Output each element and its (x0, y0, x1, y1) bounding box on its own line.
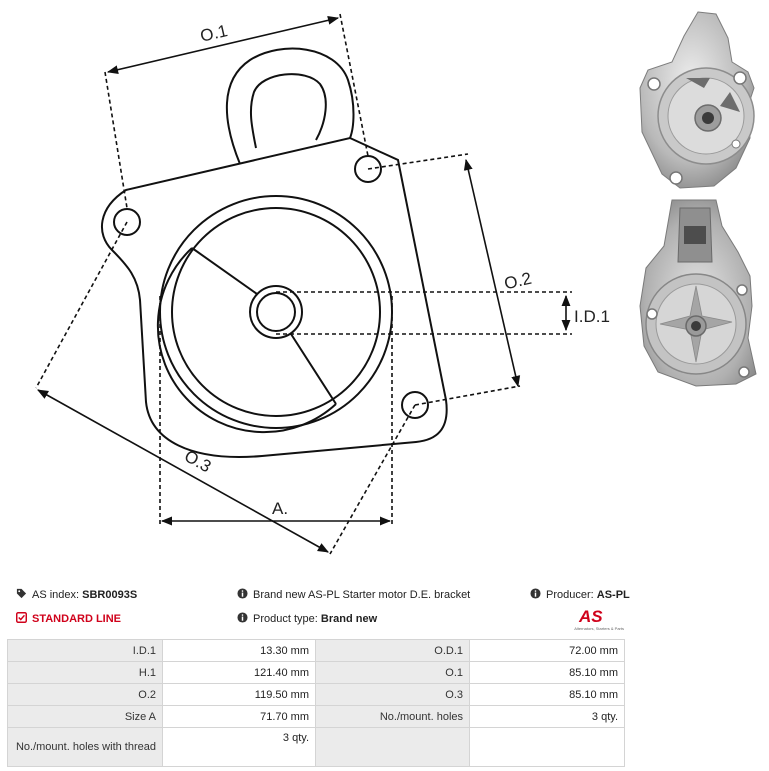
product-type-info: Product type: Brand new (237, 612, 377, 625)
logo-tagline: Alternators, Starters & Parts (574, 626, 624, 631)
outer-ring (159, 195, 393, 429)
product-photo-front (639, 11, 755, 189)
info-circle-icon (237, 588, 248, 599)
dim-label-a: A. (272, 499, 288, 518)
standard-line-text: STANDARD LINE (32, 613, 122, 625)
dim-label-o3: O.3 (181, 446, 214, 476)
info-circle-icon (530, 588, 541, 599)
spec-value-cell: 13.30 mm (162, 639, 316, 662)
bore-outer (249, 285, 303, 339)
producer-label: Producer: (546, 589, 594, 601)
as-index-label: AS index: (32, 589, 80, 601)
as-index-value: SBR0093S (82, 589, 138, 601)
mount-hole-bottom (401, 391, 429, 419)
spec-label-cell: I.D.1 (7, 639, 163, 662)
spec-value-cell: 3 qty. (469, 705, 625, 728)
spec-label-cell (315, 727, 470, 767)
spec-label-cell: No./mount. holes (315, 705, 470, 728)
mount-hole-left (113, 208, 141, 236)
spec-value-cell: 119.50 mm (162, 683, 316, 706)
product-photo-rear (639, 199, 757, 387)
standard-line-badge: STANDARD LINE (16, 612, 121, 625)
spec-value-cell (469, 727, 625, 767)
description-text: Brand new AS-PL Starter motor D.E. brack… (253, 589, 471, 601)
product-type-label: Product type: (253, 613, 318, 625)
sector-cutout (156, 247, 337, 434)
spec-label-cell: O.1 (315, 661, 470, 684)
check-square-icon (16, 612, 27, 623)
as-pl-logo: AS Alternators, Starters & Parts (574, 607, 624, 631)
top-lug-inner (249, 73, 327, 149)
spec-value-cell: 3 qty. (162, 727, 316, 767)
spec-label-cell: Size A (7, 705, 163, 728)
bore-inner (256, 292, 296, 332)
dim-label-o1: O.1 (198, 21, 229, 46)
description-info: Brand new AS-PL Starter motor D.E. brack… (237, 588, 470, 601)
spec-value-cell: 121.40 mm (162, 661, 316, 684)
spec-label-cell: No./mount. holes with thread (7, 727, 163, 767)
as-index-info: AS index: SBR0093S (16, 588, 137, 601)
technical-drawing: O.1 O.2 O.3 A. I.D.1 (35, 13, 610, 555)
dim-label-o2: O.2 (502, 269, 533, 294)
spec-value-cell: 71.70 mm (162, 705, 316, 728)
producer-info: Producer: AS-PL (530, 588, 630, 601)
producer-value: AS-PL (596, 589, 630, 601)
spec-label-cell: O.2 (7, 683, 163, 706)
spec-value-cell: 85.10 mm (469, 661, 625, 684)
spec-value-cell: 85.10 mm (469, 683, 625, 706)
dim-label-id1: I.D.1 (574, 307, 610, 326)
spec-value-cell: 72.00 mm (469, 639, 625, 662)
inner-ring (171, 207, 381, 417)
info-circle-icon (237, 612, 248, 623)
spec-label-cell: O.D.1 (315, 639, 470, 662)
spec-label-cell: H.1 (7, 661, 163, 684)
top-lug (225, 47, 355, 165)
bracket-outline (100, 136, 448, 458)
logo-text: AS (578, 607, 603, 626)
mount-hole-top (354, 155, 382, 183)
product-type-value: Brand new (320, 613, 378, 625)
spec-label-cell: O.3 (315, 683, 470, 706)
tags-icon (16, 588, 27, 599)
